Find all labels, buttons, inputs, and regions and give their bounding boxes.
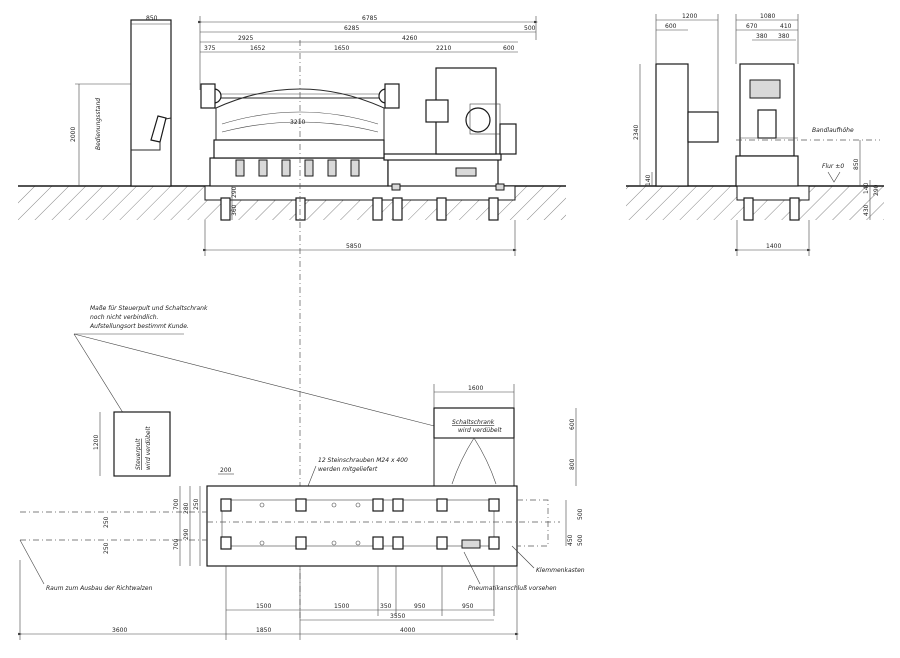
cabinet-label-sub: wird verdübelt — [458, 427, 502, 434]
anchor-foot — [295, 197, 306, 221]
anchor-foot — [392, 197, 403, 221]
plan-dim-left-v5: 700 — [173, 498, 180, 510]
dim-360: 360 — [231, 204, 238, 216]
side-dim-380a: 380 — [756, 33, 768, 40]
label-band-height: Bandlaufhöhe — [812, 127, 854, 134]
plan-dim-350: 350 — [380, 603, 392, 610]
space-note: Raum zum Ausbau der Richtwalzen — [46, 585, 153, 592]
plan-dim-1500b: 1500 — [334, 603, 349, 610]
plan-dim-950b: 950 — [462, 603, 474, 610]
plan-dim-left-v7: 700 — [173, 538, 180, 550]
anchor-foot — [488, 197, 499, 221]
note-line-2: noch nicht verbindlich. — [90, 314, 159, 321]
anchor-bolts — [220, 498, 500, 550]
anchor-foot — [372, 197, 383, 221]
side-dim-140: 140 — [645, 174, 652, 186]
front-view: Bedienungsstand 2000 — [18, 15, 566, 620]
dim-height-2000: 2000 — [70, 127, 77, 142]
side-dim-290: 290 — [873, 184, 880, 196]
plan-dim-left-v6: 280 — [183, 502, 190, 514]
dim-overall: 6785 — [362, 15, 377, 22]
foundation-slab — [206, 485, 518, 567]
side-dim-380b: 380 — [778, 33, 790, 40]
label-floor: Flur ±0 — [822, 163, 844, 170]
plan-dim-1850: 1850 — [256, 627, 271, 634]
side-dim-410: 410 — [780, 23, 792, 30]
roller-row — [235, 159, 360, 177]
side-dim-850: 850 — [853, 158, 860, 170]
dim-3210: 3210 — [290, 119, 305, 126]
pneumatic-label: Pneumatikanschluß vorsehen — [468, 585, 557, 592]
plan-dim-left-v2: 250 — [103, 542, 110, 554]
cabinet-label: Schaltschrank — [452, 419, 495, 426]
dim-290: 290 — [231, 186, 238, 198]
side-dim-600: 600 — [665, 23, 677, 30]
side-dim-1080: 1080 — [760, 13, 775, 20]
anchor-note-2: werden mitgeliefert — [318, 466, 378, 473]
dim-2925: 2925 — [238, 35, 253, 42]
dim-600: 600 — [503, 45, 515, 52]
anchor-note-1: 12 Steinschrauben M24 x 400 — [318, 457, 408, 464]
plan-dim-right-500a: 500 — [577, 508, 584, 520]
side-view: Bandlaufhöhe Flur ±0 1200 600 1080 670 4… — [626, 13, 884, 256]
plan-dim-left-v3: 290 — [183, 528, 190, 540]
plan-dim-right-450: 450 — [567, 534, 574, 546]
dim-2210: 2210 — [436, 45, 451, 52]
dim-850: 850 — [146, 15, 158, 22]
dim-375: 375 — [204, 45, 216, 52]
console-label: Steuerpult — [135, 438, 142, 470]
plan-view: Maße für Steuerpult und Schaltschrank no… — [18, 305, 585, 640]
console-label-sub: wird verdübelt — [145, 426, 152, 470]
operator-stand-label: Bedienungsstand — [95, 98, 102, 150]
side-dim-1400: 1400 — [766, 243, 781, 250]
terminal-box-label: Klemmenkasten — [536, 567, 585, 574]
console-dim-1200: 1200 — [93, 435, 100, 450]
side-dim-670: 670 — [746, 23, 758, 30]
dim-1652: 1652 — [250, 45, 265, 52]
side-dim-140b: 140 — [863, 182, 870, 194]
straightening-machine: 3210 — [200, 67, 517, 191]
plan-dim-4000: 4000 — [400, 627, 415, 634]
side-dim-1200: 1200 — [682, 13, 697, 20]
note-line-3: Aufstellungsort bestimmt Kunde. — [89, 323, 189, 330]
plan-dim-200: 200 — [220, 467, 232, 474]
dim-base-5850: 5850 — [346, 243, 361, 250]
side-dim-2340: 2340 — [633, 125, 640, 140]
anchor-foot — [436, 197, 447, 221]
note-line-1: Maße für Steuerpult und Schaltschrank — [90, 305, 208, 312]
side-dim-430: 430 — [863, 204, 870, 216]
plan-dim-3550: 3550 — [390, 613, 405, 620]
plan-dim-3600: 3600 — [112, 627, 127, 634]
dim-1650: 1650 — [334, 45, 349, 52]
plan-dim-left-v4: 250 — [193, 498, 200, 510]
plan-dim-right-500b: 500 — [577, 534, 584, 546]
plan-dim-950a: 950 — [414, 603, 426, 610]
cabinet-dim-800: 800 — [569, 458, 576, 470]
dim-6285: 6285 — [344, 25, 359, 32]
operator-stand: Bedienungsstand 2000 — [70, 19, 172, 187]
cabinet-dim-1600: 1600 — [468, 385, 483, 392]
control-console — [113, 411, 171, 477]
plan-dim-1500a: 1500 — [256, 603, 271, 610]
plan-dim-left-v1: 250 — [103, 516, 110, 528]
anchor-foot — [220, 197, 231, 221]
front-dimensions: 6785 850 6285 500 2925 4260 375 1652 165… — [131, 15, 538, 256]
dim-500-right: 500 — [524, 25, 536, 32]
dim-4260: 4260 — [402, 35, 417, 42]
cabinet-dim-600: 600 — [569, 418, 576, 430]
